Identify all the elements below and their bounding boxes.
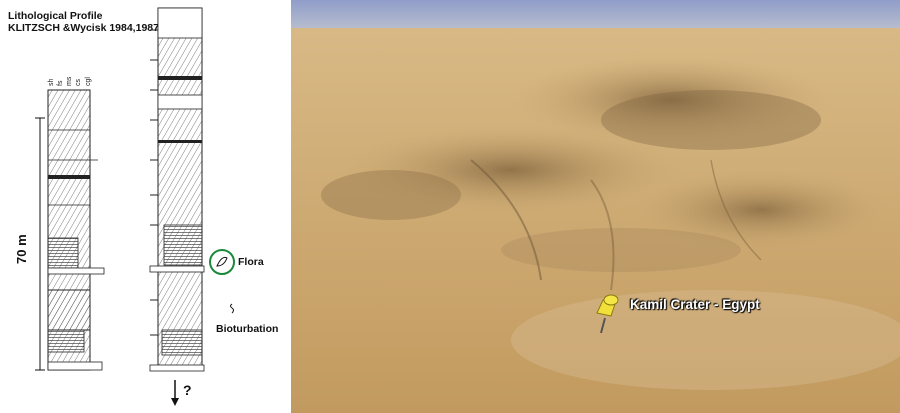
bioturbation-icon (230, 303, 234, 314)
lithological-profile-panel: Lithological Profile KLITZSCH &Wycisk 19… (0, 0, 290, 413)
flora-circle-icon (209, 249, 235, 275)
profile-columns-drawing (35, 7, 235, 406)
thickness-scale-bar (35, 117, 45, 371)
placemark-label[interactable]: Kamil Crater - Egypt (630, 297, 760, 312)
satellite-view-panel (291, 0, 900, 413)
flora-leaf-icon (216, 256, 228, 267)
panel-divider (288, 0, 291, 413)
profile-title: Lithological Profile (8, 10, 103, 22)
placemark-pin-icon (596, 294, 619, 334)
flora-label: Flora (238, 256, 264, 268)
profile-column-left (47, 89, 105, 371)
thickness-label: 70 m (14, 234, 29, 264)
unknown-base-label: ? (183, 382, 192, 398)
profile-source: KLITZSCH &Wycisk 1984,1987 (8, 22, 159, 34)
profile-column-right (149, 7, 205, 372)
bioturbation-label: Bioturbation (216, 323, 279, 335)
desert-terrain-image (291, 0, 900, 413)
